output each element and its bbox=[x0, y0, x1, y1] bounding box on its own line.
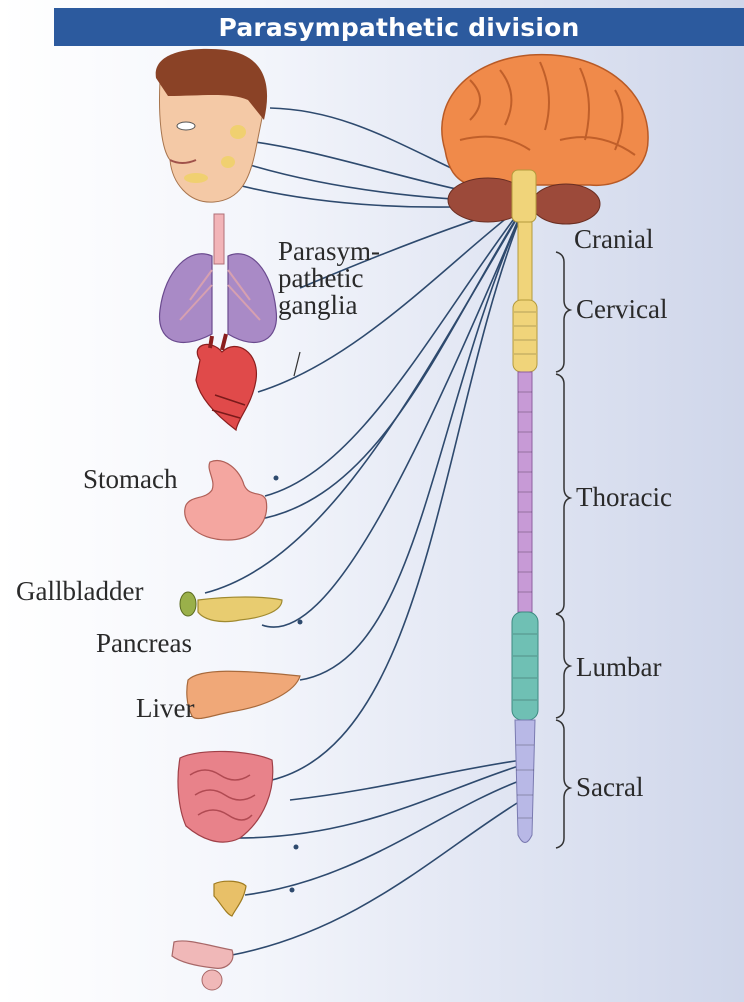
brain-illustration bbox=[442, 55, 648, 224]
ganglia-label-line-2: pathetic bbox=[278, 265, 380, 292]
stomach-illustration bbox=[185, 461, 267, 540]
pancreas-label: Pancreas bbox=[96, 630, 192, 657]
lumbar-label: Lumbar bbox=[576, 654, 661, 681]
bracket-thoracic bbox=[556, 374, 570, 614]
nerve-to-bladder bbox=[245, 780, 522, 895]
nerve-to-genitals bbox=[232, 800, 522, 955]
cranial-label: Cranial bbox=[574, 226, 653, 253]
gallbladder-illustration bbox=[180, 592, 196, 616]
bracket-sacral bbox=[556, 720, 570, 848]
liver-illustration bbox=[187, 671, 300, 718]
liver-label: Liver bbox=[136, 695, 194, 722]
bracket-lumbar bbox=[556, 614, 570, 718]
lungs-illustration bbox=[160, 214, 277, 342]
sacral-label: Sacral bbox=[576, 774, 643, 801]
face-illustration bbox=[156, 49, 267, 202]
heart-illustration bbox=[196, 334, 256, 430]
region-brackets bbox=[556, 252, 570, 848]
ganglia-label-line-3: ganglia bbox=[278, 292, 380, 319]
bracket-cervical bbox=[556, 252, 570, 372]
spinal-cord-illustration bbox=[512, 170, 538, 843]
stomach-label: Stomach bbox=[83, 466, 178, 493]
bladder-illustration bbox=[214, 881, 246, 916]
thoracic-label: Thoracic bbox=[576, 484, 672, 511]
ganglia-label-line-1: Parasym- bbox=[278, 238, 380, 265]
pancreas-illustration bbox=[198, 597, 282, 622]
ganglia-pointer bbox=[294, 352, 300, 376]
ganglia-label: Parasym- pathetic ganglia bbox=[278, 238, 380, 319]
intestine-illustration bbox=[178, 751, 273, 842]
cervical-label: Cervical bbox=[576, 296, 667, 323]
genitals-illustration bbox=[172, 941, 233, 990]
gallbladder-label: Gallbladder bbox=[16, 578, 143, 605]
